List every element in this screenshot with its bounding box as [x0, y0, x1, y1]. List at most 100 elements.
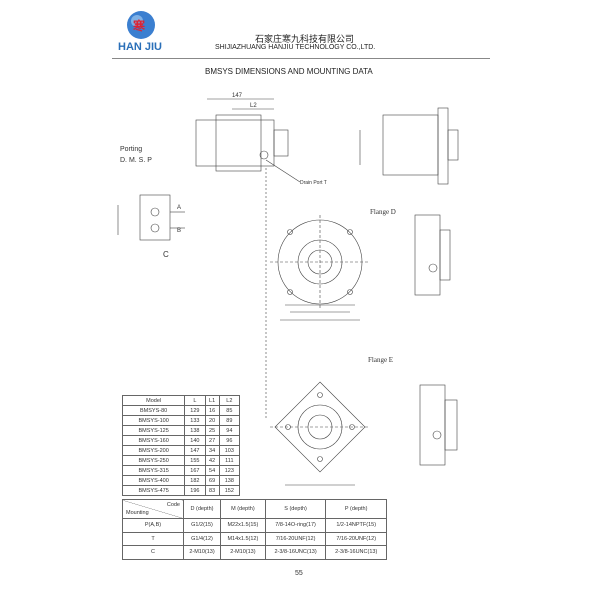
porting-detail-drawing [117, 194, 185, 241]
port-a-label: A [177, 205, 182, 211]
table-cell: 96 [218, 435, 241, 446]
company-name-chinese: 石家庄寒九科技有限公司 [255, 34, 355, 44]
table-cell: 138 [218, 475, 241, 486]
hanjiu-logo: 寒 [127, 11, 155, 39]
table-cell: 16 [204, 405, 220, 416]
table-cell: BMSYS-475 [121, 485, 186, 496]
corner-mounting-label: Mounting [126, 510, 149, 516]
table-cell: 85 [218, 405, 241, 416]
table-cell: 103 [218, 445, 241, 456]
table-cell: 25 [204, 425, 220, 436]
table-header-row: Code Mounting D (depth) M (depth) S (dep… [122, 499, 387, 519]
table-cell: 182 [184, 475, 206, 486]
table-cell: 1/2-14NPTF(15) [325, 518, 387, 533]
table-header-row: Model L L1 L2 [121, 395, 241, 406]
flange-d-side-view [414, 214, 451, 296]
table-cell: 94 [218, 425, 241, 436]
table-cell: 138 [184, 425, 206, 436]
table-cell: 27 [204, 435, 220, 446]
table-cell: 140 [184, 435, 206, 446]
table-cell: G1/2(15) [182, 518, 222, 533]
table-cell: 129 [184, 405, 206, 416]
table-cell: 89 [218, 415, 241, 426]
dim-l2: L2 [250, 103, 257, 109]
porting-label: Porting [120, 146, 143, 153]
table-cell: P(A,B) [122, 518, 184, 533]
table-cell: 2-3/8-16UNC(13) [264, 545, 327, 560]
table-cell: BMSYS-200 [121, 445, 186, 456]
side-view-drawing [195, 98, 301, 420]
header-p: P (depth) [325, 499, 387, 519]
header-model: Model [121, 395, 186, 406]
header-divider [112, 58, 490, 59]
table-cell: BMSYS-160 [121, 435, 186, 446]
header-l: L [184, 395, 206, 406]
flange-e-label: Flange E [368, 356, 394, 364]
table-cell: 147 [184, 445, 206, 456]
table-cell: 20 [204, 415, 220, 426]
table-cell: BMSYS-315 [121, 465, 186, 476]
header-d: D (depth) [182, 499, 222, 519]
drain-port-label: Drain Port T [300, 180, 327, 186]
header-m: M (depth) [220, 499, 266, 519]
port-mounting-table: Code Mounting D (depth) M (depth) S (dep… [122, 499, 387, 560]
flange-d-front-view [270, 215, 370, 321]
flange-e-front-view [270, 381, 370, 486]
table-cell: BMSYS-80 [121, 405, 186, 416]
table-row: P(A,B)G1/2(15)M22x1.5(15)7/8-14O-ring(17… [122, 518, 387, 533]
table-cell: 196 [184, 485, 206, 496]
table-cell: 83 [204, 485, 220, 496]
company-name-english: SHIJIAZHUANG HANJIU TECHNOLOGY CO.,LTD. [215, 44, 376, 51]
table-cell: 34 [204, 445, 220, 456]
table-cell: 152 [218, 485, 241, 496]
port-c-label: C [163, 250, 169, 259]
table-cell: G1/4(12) [182, 531, 222, 546]
table-cell: 111 [218, 455, 241, 466]
header-l1: L1 [204, 395, 220, 406]
table-cell: T [122, 531, 184, 546]
table-cell: BMSYS-125 [121, 425, 186, 436]
port-b-label: B [177, 228, 182, 234]
flange-d-label: Flange D [370, 208, 396, 216]
porting-codes: D. M. S. P [120, 157, 152, 164]
table-cell: 54 [204, 465, 220, 476]
table-cell: M22x1.5(15) [220, 518, 266, 533]
table-cell: 7/16-20UNF(12) [264, 531, 327, 546]
table-cell: 167 [184, 465, 206, 476]
logo-text: HAN JIU [118, 41, 163, 53]
flange-e-side-view [419, 384, 458, 466]
table-cell: BMSYS-100 [121, 415, 186, 426]
table-cell: 7/8-14O-ring(17) [264, 518, 327, 533]
page-title: BMSYS DIMENSIONS AND MOUNTING DATA [205, 67, 373, 76]
end-view-drawing [359, 107, 459, 185]
table-cell: 2-3/8-16UNC(13) [325, 545, 387, 560]
page-number: 55 [295, 570, 303, 577]
header-s: S (depth) [264, 499, 327, 519]
table-cell: 155 [184, 455, 206, 466]
table-cell: 123 [218, 465, 241, 476]
corner-code-label: Code [166, 502, 180, 508]
table-cell: C [122, 545, 184, 560]
table-cell: 42 [204, 455, 220, 466]
table-cell: 69 [204, 475, 220, 486]
svg-text:寒: 寒 [132, 18, 145, 33]
dim-147: 147 [232, 93, 243, 99]
table-cell: M14x1.5(12) [220, 531, 266, 546]
corner-header-cell: Code Mounting [122, 499, 184, 519]
table-cell: 2-M10(13) [220, 545, 266, 560]
table-cell: BMSYS-250 [121, 455, 186, 466]
header-l2: L2 [218, 395, 241, 406]
table-cell: 7/16-20UNF(12) [325, 531, 387, 546]
